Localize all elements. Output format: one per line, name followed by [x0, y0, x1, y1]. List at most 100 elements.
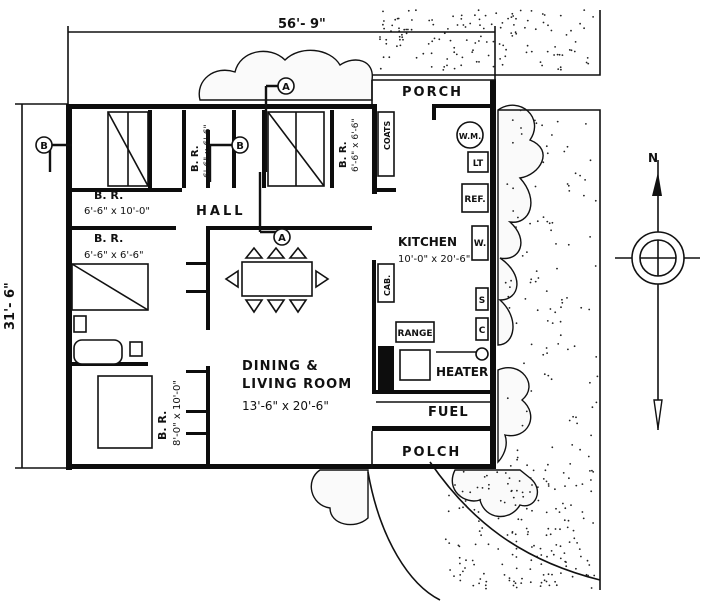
stipple-dot [457, 544, 460, 547]
compass-icon [615, 160, 700, 430]
section-marker-a-bottom: A [273, 228, 291, 246]
stipple-dot [379, 36, 381, 38]
stipple-dot [478, 582, 480, 585]
stipple-dot [550, 29, 553, 32]
stipple-dot [469, 491, 472, 494]
stipple-dot [534, 119, 536, 122]
stipple-dot [458, 494, 461, 497]
stipple-dot [539, 61, 542, 63]
stipple-dot [560, 306, 562, 309]
stipple-dot [580, 306, 583, 309]
stipple-dot [516, 458, 518, 461]
stipple-dot [545, 290, 548, 292]
stipple-dot [515, 586, 518, 589]
stipple-dot [554, 488, 556, 491]
stipple-dot [508, 579, 511, 582]
stipple-dot [508, 307, 511, 309]
stipple-dot [547, 374, 550, 377]
stipple-dot [554, 528, 557, 530]
stipple-dot [531, 484, 533, 486]
stipple-dot [520, 127, 522, 129]
stipple-dot [546, 555, 548, 558]
stipple-dot [483, 476, 486, 478]
stipple-dot [526, 19, 529, 22]
stipple-dot [479, 578, 482, 580]
stipple-dot [415, 56, 418, 59]
porch-bottom-label: POLCH [402, 445, 461, 460]
stipple-dot [541, 13, 544, 15]
stipple-dot [456, 24, 459, 26]
stipple-dot [567, 348, 569, 351]
washing-machine-label: W.M. [459, 132, 481, 141]
stipple-dot [484, 14, 487, 17]
stipple-dot [561, 301, 564, 304]
stipple-dot [575, 416, 577, 419]
stipple-dot [518, 480, 521, 482]
stipple-dot [583, 194, 585, 197]
sink-label: S [479, 296, 485, 306]
stipple-dot [531, 546, 533, 548]
stipple-dot [537, 486, 539, 488]
stipple-dot [399, 44, 402, 47]
stipple-dot [550, 550, 553, 552]
stipple-dot [379, 67, 382, 70]
stipple-dot [579, 174, 581, 177]
stipple-dot [455, 53, 458, 56]
stipple-dot [572, 415, 574, 418]
stipple-dot [460, 18, 463, 20]
stipple-dot [433, 37, 436, 40]
refrigerator-label: REF. [464, 195, 485, 205]
stipple-dot [510, 16, 513, 18]
stipple-dot [479, 498, 482, 501]
stipple-dot [527, 531, 529, 533]
stipple-dot [459, 574, 462, 576]
stipple-dot [568, 49, 571, 51]
stipple-dot [510, 490, 513, 493]
stipple-dot [430, 66, 433, 68]
stipple-dot [405, 28, 408, 31]
stipple-dot [547, 527, 550, 530]
stipple-dot [383, 20, 385, 22]
stipple-dot [565, 34, 568, 36]
dining-table [224, 246, 330, 314]
stipple-dot [587, 455, 590, 458]
stipple-dot [561, 298, 563, 301]
stipple-dot [592, 471, 595, 473]
stipple-dot [396, 45, 398, 48]
stipple-dot [563, 552, 566, 554]
stipple-dot [534, 280, 537, 283]
stipple-dot [478, 61, 480, 63]
stipple-dot [510, 279, 512, 282]
stipple-dot [581, 483, 584, 485]
stipple-dot [595, 401, 598, 404]
stipple-dot [554, 46, 556, 48]
stipple-dot [394, 18, 397, 21]
stipple-dot [546, 152, 549, 155]
stipple-dot [453, 46, 456, 49]
bedroom-top-a-label: B. R. [190, 145, 201, 172]
stipple-dot [547, 463, 549, 466]
stipple-dot [399, 38, 401, 41]
stipple-dot [525, 527, 528, 530]
stipple-dot [531, 509, 533, 512]
stipple-dot [541, 64, 543, 67]
stipple-dot [385, 38, 388, 41]
stipple-dot [477, 9, 480, 12]
stipple-dot [556, 267, 558, 270]
stipple-dot [391, 24, 394, 27]
stipple-dot [566, 183, 569, 185]
stipple-dot [476, 486, 479, 489]
stipple-dot [545, 580, 548, 583]
stipple-dot [512, 584, 515, 587]
bedroom-left-top-size: 6'-6" x 10'-0" [84, 206, 150, 217]
stipple-dot [574, 172, 577, 175]
stipple-dot [458, 507, 461, 510]
stipple-dot [448, 494, 450, 497]
stipple-dot [519, 109, 522, 112]
stipple-dot [521, 424, 524, 427]
stipple-dot [542, 161, 545, 164]
stipple-dot [560, 68, 562, 71]
stipple-dot [590, 479, 592, 481]
stipple-dot [428, 19, 431, 22]
stipple-dot [570, 29, 572, 32]
